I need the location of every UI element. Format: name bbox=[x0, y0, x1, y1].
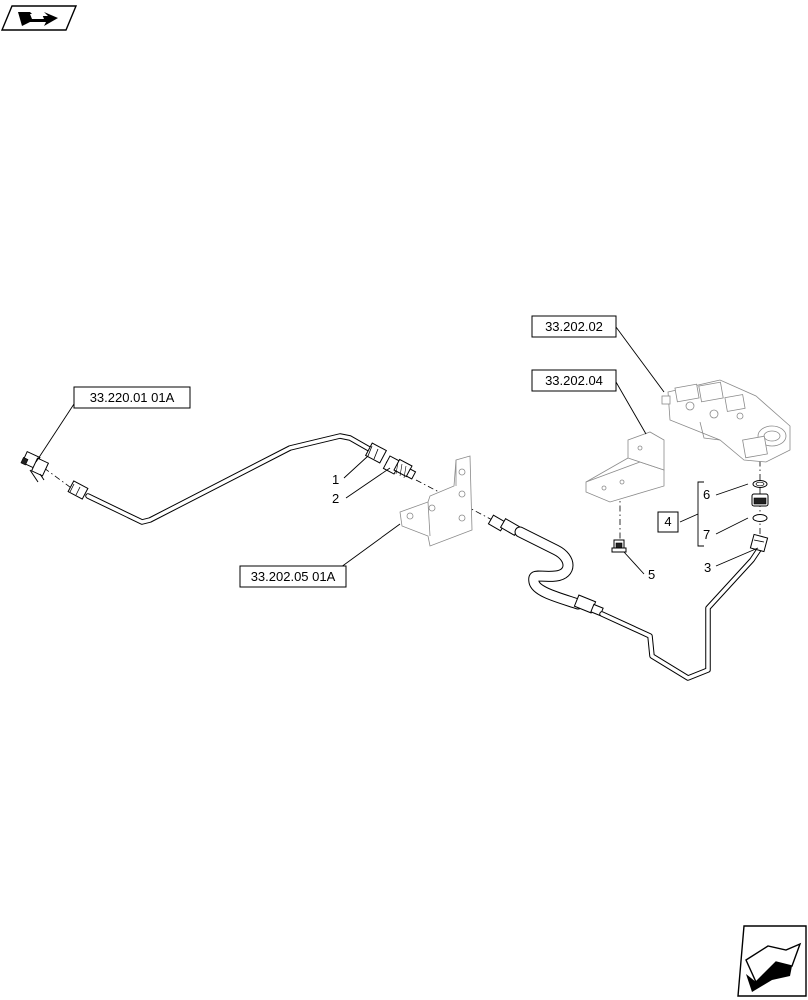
next-page-arrow-icon[interactable] bbox=[737, 925, 807, 997]
ref-label-33-202-05: 33.202.05 01A bbox=[251, 569, 336, 584]
ref-label-33-220: 33.220.01 01A bbox=[90, 390, 175, 405]
ref-box-33-220[interactable]: 33.220.01 01A bbox=[73, 386, 191, 409]
callout-4: 4 bbox=[664, 514, 671, 529]
part-5-connector bbox=[611, 539, 627, 553]
part-1-nut bbox=[364, 442, 388, 464]
leader-lines bbox=[35, 326, 759, 579]
callout-1: 1 bbox=[332, 472, 339, 487]
ref-box-33-202-05[interactable]: 33.202.05 01A bbox=[239, 565, 347, 588]
valve-plate-bracket bbox=[585, 431, 665, 503]
part-7-adapter bbox=[751, 493, 769, 522]
callout-4-box: 4 bbox=[657, 511, 679, 533]
hose-assembly bbox=[487, 514, 604, 617]
left-sensor-fitting bbox=[20, 450, 89, 500]
ref-label-33-202-04: 33.202.04 bbox=[545, 373, 603, 388]
callout-6: 6 bbox=[703, 487, 710, 502]
previous-page-arrow-icon[interactable] bbox=[0, 5, 78, 31]
ref-box-33-202-04[interactable]: 33.202.04 bbox=[531, 369, 617, 392]
callout-2: 2 bbox=[332, 491, 339, 506]
ref-box-33-202-02[interactable]: 33.202.02 bbox=[531, 315, 617, 338]
part-3-tube bbox=[599, 533, 769, 681]
callout-7: 7 bbox=[703, 527, 710, 542]
control-valve bbox=[661, 379, 791, 463]
mounting-bracket bbox=[399, 455, 473, 547]
part-2-adapter bbox=[382, 455, 417, 480]
left-tube-line bbox=[85, 433, 381, 525]
part-6-oring bbox=[752, 480, 768, 488]
callout-3: 3 bbox=[704, 560, 711, 575]
ref-label-33-202-02: 33.202.02 bbox=[545, 319, 603, 334]
callout-5: 5 bbox=[648, 567, 655, 582]
